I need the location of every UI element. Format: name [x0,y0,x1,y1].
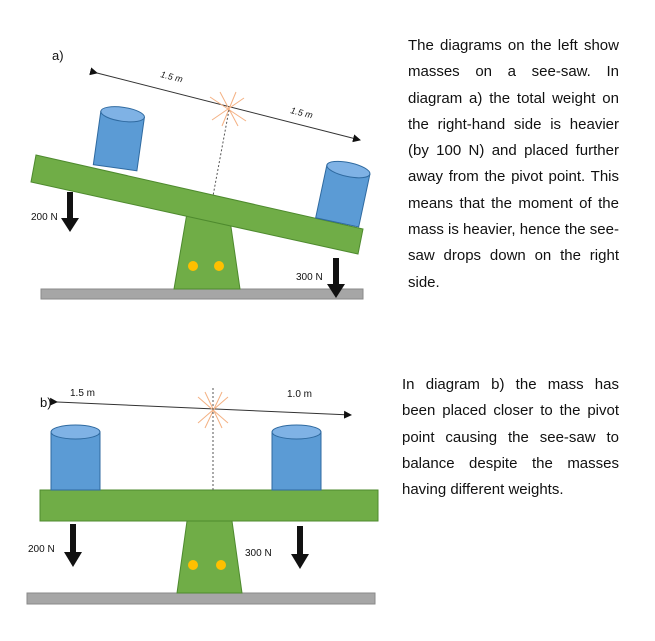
diagram-a: a) 1.5 m 1.5 m [30,48,371,300]
diagram-a-label: a) [52,48,64,63]
diagram-a-pivot-line [212,109,230,197]
diagram-b-right-force: 300 N [245,548,272,559]
diagram-b-right-mass [271,424,322,491]
diagram-a-beam [30,154,364,255]
diagram-a-left-distance: 1.5 m [160,69,185,84]
diagram-b-pivot [176,520,243,594]
diagram-a-right-mass [315,160,371,228]
diagram-a-distance-arrow [89,67,361,143]
explanation-paragraph-a: The diagrams on the left show masses on … [408,37,619,291]
diagram-b-pivot-dot-left [188,560,198,570]
diagram-a-right-distance: 1.5 m [290,105,315,120]
diagram-a-left-force: 200 N [31,212,58,223]
diagram-b-right-distance: 1.0 m [287,389,312,400]
diagram-a-pivot-dot-right [214,261,224,271]
diagram-b-distance-arrow [49,397,352,419]
diagram-a-pivot-dot-left [188,261,198,271]
diagram-b-right-force-arrow [291,526,309,569]
diagram-b-left-force: 200 N [28,544,55,555]
diagram-b-left-force-arrow [64,524,82,567]
diagram-a-left-mass [92,106,145,172]
diagram-b-pivot-dot-right [216,560,226,570]
diagram-a-left-force-arrow [61,192,79,232]
diagram-a-center-mark [209,91,247,127]
diagram-b-beam [39,489,379,522]
diagram-b-label: b) [40,395,52,410]
diagram-a-right-force-arrow [327,258,345,298]
diagram-a-right-force: 300 N [296,272,323,283]
diagram-b-left-distance: 1.5 m [70,388,95,399]
diagram-b-ground [26,592,376,605]
diagram-b-left-mass [50,424,101,491]
diagram-b: b) 1.5 m 1.0 m [26,388,379,605]
diagram-a-ground [40,288,364,300]
explanation-paragraph-b: In diagram b) the mass has been placed c… [402,376,619,499]
